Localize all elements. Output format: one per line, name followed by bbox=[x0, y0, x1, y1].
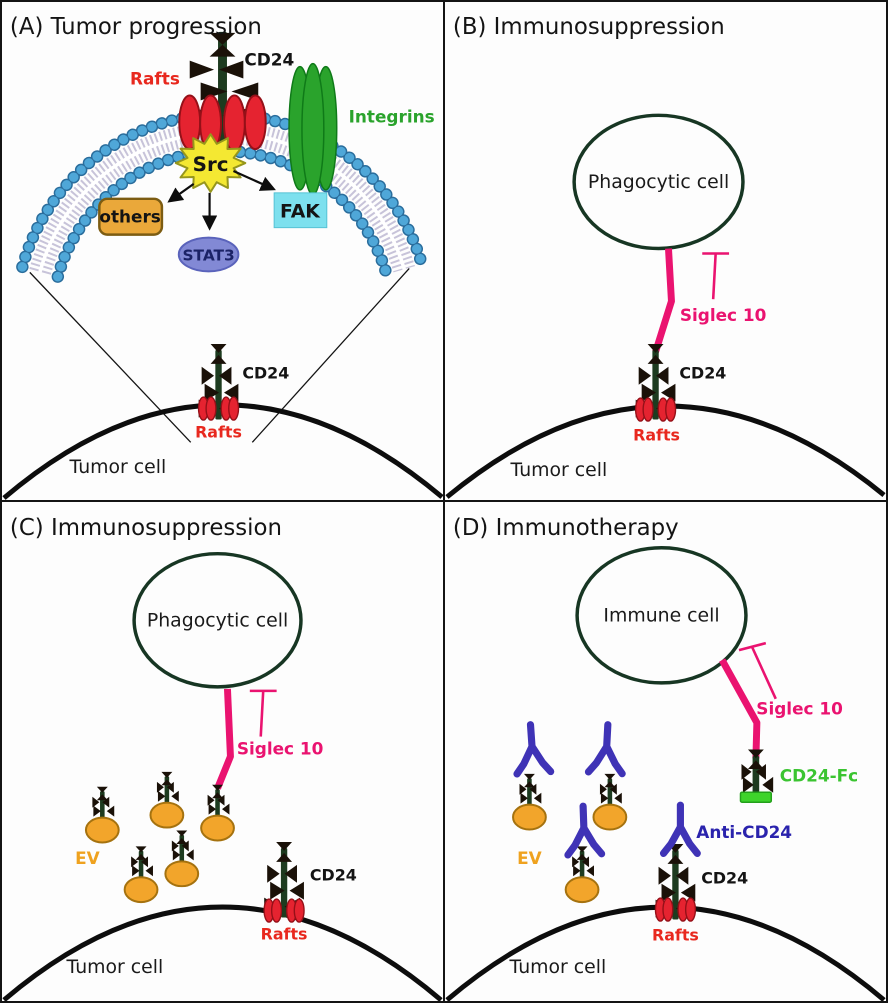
phagocytic-cell-label: Phagocytic cell bbox=[588, 171, 729, 193]
integrins-label: Integrins bbox=[349, 106, 435, 126]
tumor-cell-membrane bbox=[445, 904, 886, 1001]
tumor-cell-label: Tumor cell bbox=[510, 459, 608, 481]
phagocytic-cell-shape bbox=[132, 551, 303, 689]
panel-a-tumor-progression: (A) Tumor progression CD24 Rafts Integri… bbox=[0, 0, 445, 502]
panel-b-title: (B) Immunosuppression bbox=[453, 14, 725, 40]
rafts-shape-large bbox=[178, 94, 267, 153]
ev-vesicle bbox=[593, 774, 626, 830]
inhibition-tbar bbox=[738, 641, 777, 700]
siglec10-label: Siglec 10 bbox=[756, 699, 843, 719]
panel-d-immunotherapy: (D) Immunotherapy Immune cell Siglec 10 … bbox=[443, 500, 888, 1003]
ev-vesicle bbox=[125, 846, 158, 902]
siglec10-receptor bbox=[719, 658, 761, 759]
ev-label: EV bbox=[517, 848, 542, 868]
siglec10-receptor bbox=[214, 688, 234, 790]
panel-a-graphic: (A) Tumor progression CD24 Rafts Integri… bbox=[2, 14, 443, 500]
ev-antibody-cluster bbox=[513, 723, 626, 902]
src-label: Src bbox=[193, 153, 229, 176]
others-box bbox=[98, 197, 164, 236]
panel-d-graphic: (D) Immunotherapy Immune cell Siglec 10 … bbox=[445, 515, 886, 1001]
cd24-label: CD24 bbox=[310, 866, 357, 885]
rafts-label: Rafts bbox=[261, 924, 308, 943]
rafts-label: Rafts bbox=[652, 925, 699, 944]
phagocytic-cell-shape bbox=[572, 113, 745, 251]
ev-vesicle bbox=[86, 787, 119, 843]
cd24-label-bottom: CD24 bbox=[242, 364, 289, 383]
cd24-fc-label: CD24-Fc bbox=[780, 765, 858, 785]
tumor-cell-membrane bbox=[2, 904, 443, 1001]
stat3-label: STAT3 bbox=[182, 246, 234, 264]
siglec10-label: Siglec 10 bbox=[237, 738, 324, 758]
cd24-label: CD24 bbox=[701, 869, 748, 888]
fak-box bbox=[273, 192, 328, 229]
ev-cluster bbox=[86, 772, 234, 902]
panel-a-title: (A) Tumor progression bbox=[10, 14, 262, 40]
ev-vesicle bbox=[513, 774, 546, 830]
siglec10-receptor bbox=[652, 248, 675, 353]
others-label: others bbox=[99, 207, 160, 227]
inhibition-tbar bbox=[248, 689, 278, 738]
fak-label: FAK bbox=[280, 201, 321, 223]
tumor-cell-label: Tumor cell bbox=[66, 956, 164, 978]
ev-vesicle bbox=[165, 831, 198, 887]
immune-cell-shape bbox=[575, 545, 748, 685]
ev-label: EV bbox=[75, 848, 100, 868]
src-starburst bbox=[174, 133, 247, 193]
stat3-ellipse bbox=[177, 236, 240, 273]
rafts-label: Rafts bbox=[633, 425, 680, 444]
tumor-cell-label: Tumor cell bbox=[69, 456, 167, 478]
rafts-label-bottom: Rafts bbox=[195, 422, 242, 441]
siglec10-label: Siglec 10 bbox=[680, 305, 767, 325]
panel-c-graphic: (C) Immunosuppression Phagocytic cell Si… bbox=[2, 515, 443, 1001]
ev-vesicle bbox=[150, 772, 183, 828]
phagocytic-cell-label: Phagocytic cell bbox=[147, 609, 288, 631]
cd24-label: CD24 bbox=[679, 364, 726, 383]
rafts-label-top: Rafts bbox=[130, 68, 180, 88]
immune-cell-label: Immune cell bbox=[603, 604, 719, 626]
panel-b-immunosuppression: (B) Immunosuppression Phagocytic cell Si… bbox=[443, 0, 888, 502]
integrins-shape bbox=[288, 62, 338, 196]
ev-vesicle bbox=[201, 785, 234, 841]
cd24-fc-molecule bbox=[739, 749, 774, 803]
anti-cd24-antibody bbox=[514, 723, 551, 773]
panel-b-graphic: (B) Immunosuppression Phagocytic cell Si… bbox=[445, 14, 886, 499]
panel-c-title: (C) Immunosuppression bbox=[10, 515, 282, 541]
panel-d-title: (D) Immunotherapy bbox=[453, 515, 679, 541]
anti-cd24-label: Anti-CD24 bbox=[696, 822, 792, 842]
anti-cd24-antibody bbox=[588, 724, 624, 774]
signaling-arrows bbox=[167, 169, 276, 231]
cd24-label-top: CD24 bbox=[244, 50, 294, 70]
panel-c-immunosuppression-ev: (C) Immunosuppression Phagocytic cell Si… bbox=[0, 500, 445, 1003]
inhibition-tbar bbox=[700, 252, 731, 301]
tumor-cell-label: Tumor cell bbox=[509, 956, 607, 978]
